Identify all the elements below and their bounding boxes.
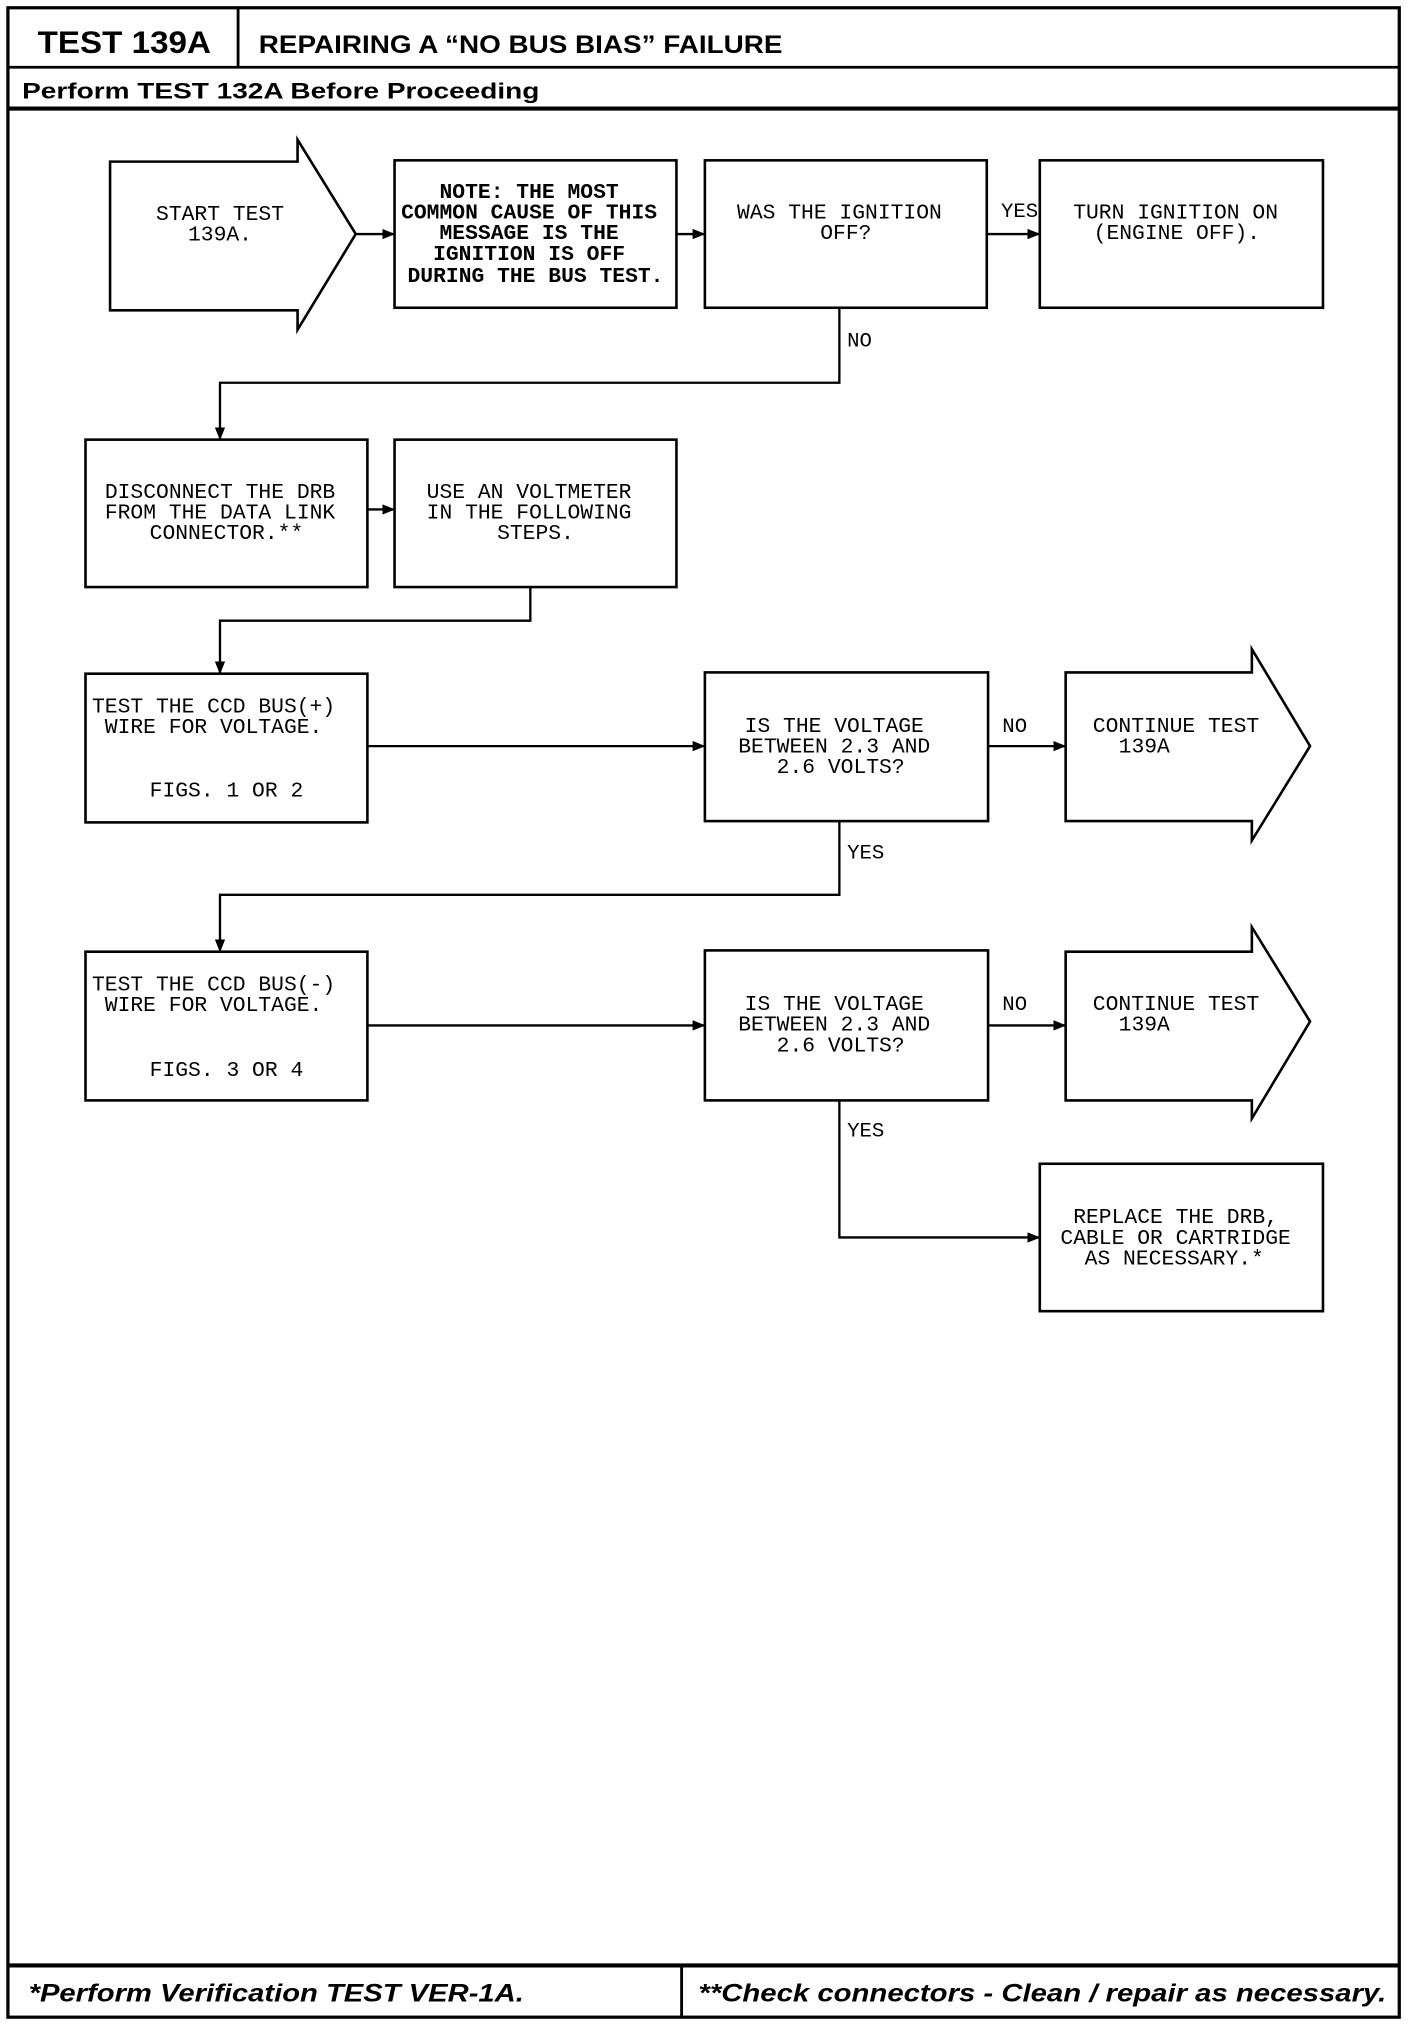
start-line: 139A. <box>188 224 252 248</box>
disconnect-drb-frame <box>84 438 369 589</box>
start-line: START TEST <box>156 203 284 227</box>
start-arrow: START TEST 139A. <box>108 135 358 335</box>
note-line: NOTE: THE MOST <box>439 181 618 205</box>
ignition-question-box: WAS THE IGNITION OFF? <box>703 159 989 310</box>
voltage-question-2-text: IS THE VOLTAGE BETWEEN 2.3 AND 2.6 VOLTS… <box>738 993 943 1058</box>
continue-arrow-1-text: CONTINUE TEST 139A <box>1093 715 1272 760</box>
test-bus-plus-box: TEST THE CCD BUS(+) WIRE FOR VOLTAGE. FI… <box>84 672 369 824</box>
edge-label-voltage1-no: NO <box>1002 716 1027 739</box>
test-bus-plus-text: TEST THE CCD BUS(+) WIRE FOR VOLTAGE. FI… <box>92 695 348 803</box>
ignition-question-line: WAS THE IGNITION <box>737 202 942 226</box>
page-header: TEST 139A REPAIRING A “NO BUS BIAS” FAIL… <box>7 7 1400 111</box>
edge-label-voltage2-yes: YES <box>847 1121 884 1144</box>
test-bus-minus-figs: FIGS. 3 OR 4 <box>150 1059 304 1083</box>
continue-1-line: CONTINUE TEST <box>1093 715 1259 739</box>
replace-drb-line: REPLACE THE DRB, <box>1073 1206 1278 1230</box>
page-title: REPAIRING A “NO BUS BIAS” FAILURE <box>259 32 783 59</box>
voltage-question-1-text: IS THE VOLTAGE BETWEEN 2.3 AND 2.6 VOLTS… <box>738 715 943 780</box>
page-footer: *Perform Verification TEST VER-1A. **Che… <box>7 1963 1400 2018</box>
continue-arrow-2-shape <box>1064 922 1312 1124</box>
ignition-question-frame <box>703 159 989 310</box>
replace-drb-line: CABLE OR CARTRIDGE <box>1060 1227 1290 1251</box>
continue-2-line: 139A <box>1119 1014 1170 1038</box>
note-line: MESSAGE IS THE <box>439 222 618 246</box>
page-border <box>6 6 1401 2019</box>
continue-arrow-1: CONTINUE TEST 139A <box>1064 644 1312 846</box>
test-id: TEST 139A <box>38 25 211 60</box>
edge-label-ignition-no: NO <box>847 331 872 354</box>
voltage-question-1-box: IS THE VOLTAGE BETWEEN 2.3 AND 2.6 VOLTS… <box>703 671 990 823</box>
note-text: NOTE: THE MOST COMMON CAUSE OF THIS MESS… <box>401 181 670 289</box>
use-voltmeter-box: USE AN VOLTMETER IN THE FOLLOWING STEPS. <box>393 438 678 589</box>
disconnect-drb-box: DISCONNECT THE DRB FROM THE DATA LINK CO… <box>84 438 369 589</box>
voltage-question-2-line: 2.6 VOLTS? <box>777 1034 905 1058</box>
replace-drb-text: REPLACE THE DRB, CABLE OR CARTRIDGE AS N… <box>1060 1206 1303 1271</box>
voltage-question-2-line: BETWEEN 2.3 AND <box>738 1014 930 1038</box>
voltage-question-2-line: IS THE VOLTAGE <box>745 993 924 1017</box>
continue-2-line: CONTINUE TEST <box>1093 993 1259 1017</box>
test-bus-plus-figs: FIGS. 1 OR 2 <box>150 780 304 804</box>
test-bus-minus-line: WIRE FOR VOLTAGE. <box>105 994 323 1018</box>
continue-arrow-1-shape <box>1064 644 1312 846</box>
connector-voltage1-yes <box>214 821 841 953</box>
edge-label-voltage2-no: NO <box>1002 994 1027 1017</box>
replace-drb-frame <box>1038 1162 1325 1313</box>
test-bus-plus-frame <box>84 672 369 824</box>
note-line: DURING THE BUS TEST. <box>408 265 664 289</box>
test-bus-minus-text: TEST THE CCD BUS(-) WIRE FOR VOLTAGE. FI… <box>92 973 348 1082</box>
turn-ignition-on-box: TURN IGNITION ON (ENGINE OFF). <box>1038 159 1325 310</box>
flow-connectors <box>214 228 1067 1243</box>
continue-arrow-2: CONTINUE TEST 139A <box>1064 922 1312 1124</box>
test-bus-plus-line: TEST THE CCD BUS(+) <box>92 695 335 719</box>
connector-voltmeter-bus-plus <box>214 587 532 675</box>
disconnect-drb-text: DISCONNECT THE DRB FROM THE DATA LINK CO… <box>105 481 348 546</box>
note-line: IGNITION IS OFF <box>433 243 625 267</box>
voltage-question-1-line: BETWEEN 2.3 AND <box>738 736 930 760</box>
voltage-question-2-box: IS THE VOLTAGE BETWEEN 2.3 AND 2.6 VOLTS… <box>703 949 990 1102</box>
test-bus-minus-box: TEST THE CCD BUS(-) WIRE FOR VOLTAGE. FI… <box>84 950 369 1102</box>
use-voltmeter-line: IN THE FOLLOWING <box>427 502 632 526</box>
replace-drb-box: REPLACE THE DRB, CABLE OR CARTRIDGE AS N… <box>1038 1162 1325 1313</box>
voltage-question-1-line: 2.6 VOLTS? <box>777 756 905 780</box>
edge-labels: YES NO NO YES NO YES <box>847 201 1038 1143</box>
voltage-question-2-frame <box>703 949 990 1102</box>
disconnect-drb-line: FROM THE DATA LINK <box>105 502 336 526</box>
turn-ignition-on-line: TURN IGNITION ON <box>1073 202 1278 226</box>
use-voltmeter-text: USE AN VOLTMETER IN THE FOLLOWING STEPS. <box>427 481 645 546</box>
note-box: NOTE: THE MOST COMMON CAUSE OF THIS MESS… <box>393 159 678 310</box>
connector-voltage2-yes <box>838 1100 1041 1243</box>
use-voltmeter-frame <box>393 438 678 589</box>
turn-ignition-on-line: (ENGINE OFF). <box>1094 222 1260 246</box>
ignition-question-text: WAS THE IGNITION OFF? <box>737 202 955 247</box>
use-voltmeter-line: STEPS. <box>497 522 574 546</box>
test-bus-minus-frame <box>84 950 369 1102</box>
note-box-frame <box>393 159 678 310</box>
test-bus-plus-line: WIRE FOR VOLTAGE. <box>105 716 323 740</box>
start-arrow-text: START TEST 139A. <box>156 203 297 248</box>
turn-ignition-on-text: TURN IGNITION ON (ENGINE OFF). <box>1073 202 1291 247</box>
disconnect-drb-line: DISCONNECT THE DRB <box>105 481 335 505</box>
ignition-question-line: OFF? <box>820 222 871 246</box>
connector-ignition-no <box>214 307 841 441</box>
prerequisite-note: Perform TEST 132A Before Proceeding <box>22 78 539 103</box>
footer-note-verification: *Perform Verification TEST VER-1A. <box>29 1981 524 2008</box>
edge-label-voltage1-yes: YES <box>847 843 884 866</box>
edge-label-ignition-yes: YES <box>1001 201 1038 224</box>
start-arrow-shape <box>108 135 358 335</box>
voltage-question-1-line: IS THE VOLTAGE <box>745 715 924 739</box>
footer-note-connectors: **Check connectors - Clean / repair as n… <box>698 1981 1386 2008</box>
voltage-question-1-frame <box>703 671 990 823</box>
note-line: COMMON CAUSE OF THIS <box>401 202 657 226</box>
use-voltmeter-line: USE AN VOLTMETER <box>427 481 632 505</box>
continue-arrow-2-text: CONTINUE TEST 139A <box>1093 993 1272 1038</box>
turn-ignition-on-frame <box>1038 159 1325 310</box>
disconnect-drb-line: CONNECTOR.** <box>150 522 304 546</box>
test-bus-minus-line: TEST THE CCD BUS(-) <box>92 973 335 997</box>
replace-drb-line: AS NECESSARY.* <box>1085 1248 1264 1272</box>
continue-1-line: 139A <box>1119 736 1170 760</box>
